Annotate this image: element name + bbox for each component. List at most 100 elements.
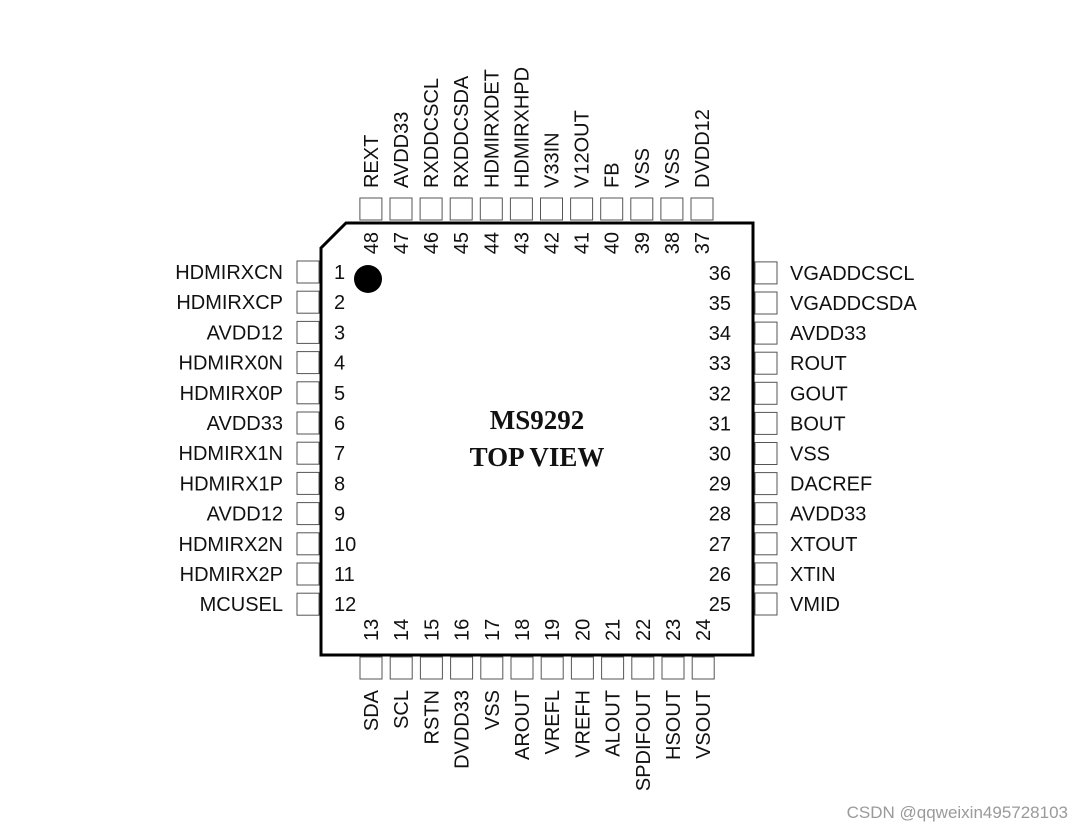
pin-pad-38 [660, 197, 684, 221]
pin-number-24: 24 [693, 619, 715, 641]
pin-pad-8 [296, 471, 320, 495]
pin-label-27: XTOUT [790, 534, 857, 556]
pin-pad-14 [389, 656, 413, 680]
pin-label-14: SCL [391, 690, 413, 729]
pin-number-16: 16 [452, 619, 474, 641]
pin-label-29: DACREF [790, 474, 872, 496]
pin-label-7: HDMIRX1N [179, 443, 283, 465]
pin-pad-39 [630, 197, 654, 221]
pin-label-31: BOUT [790, 413, 846, 435]
pin-pad-23 [661, 656, 685, 680]
pin-label-39: VSS [632, 148, 654, 188]
pin-pad-33 [754, 351, 778, 375]
pin-label-11: HDMIRX2P [180, 564, 283, 586]
pin-label-15: RSTN [421, 690, 443, 744]
pin-number-11: 11 [334, 564, 355, 586]
pin-label-24: VSOUT [693, 690, 715, 759]
pin-number-9: 9 [334, 504, 345, 526]
pin-number-12: 12 [334, 594, 356, 616]
pin-number-46: 46 [421, 232, 443, 254]
pin-label-23: HSOUT [663, 690, 685, 760]
pin-number-40: 40 [602, 232, 624, 254]
pin-number-15: 15 [421, 619, 443, 641]
pin-pad-44 [479, 197, 503, 221]
pin-label-28: AVDD33 [790, 504, 866, 526]
pin-label-12: MCUSEL [200, 594, 283, 616]
pin-pad-1 [296, 260, 320, 284]
pin-pad-40 [600, 197, 624, 221]
pin-number-29: 29 [709, 474, 731, 496]
pin-pad-10 [296, 532, 320, 556]
pin-pad-9 [296, 502, 320, 526]
pin-label-18: AROUT [512, 690, 534, 760]
pin-pad-34 [754, 321, 778, 345]
pin-number-44: 44 [481, 232, 503, 254]
pin-pad-46 [419, 197, 443, 221]
pin-label-36: VGADDCSCL [790, 263, 914, 285]
pin-pad-41 [570, 197, 594, 221]
pin-number-36: 36 [709, 263, 731, 285]
pin-pad-42 [540, 197, 563, 221]
pin-number-47: 47 [391, 232, 413, 254]
pin-label-2: HDMIRXCP [176, 292, 283, 314]
pin-pad-47 [389, 197, 413, 221]
pin-number-34: 34 [709, 323, 731, 345]
pin-label-16: DVDD33 [452, 690, 474, 769]
pin-number-30: 30 [709, 444, 731, 466]
pin-pad-35 [754, 291, 778, 315]
pin-number-2: 2 [334, 292, 345, 314]
pin-label-41: V12OUT [572, 110, 594, 188]
pin-number-8: 8 [334, 473, 345, 495]
chip-name: MS9292 [490, 405, 585, 435]
pin-label-25: VMID [790, 594, 840, 616]
pin-pad-4 [296, 351, 320, 375]
pin-number-39: 39 [632, 232, 654, 254]
chip-body [319, 221, 755, 657]
pin-label-47: AVDD33 [391, 112, 413, 188]
pin-label-30: VSS [790, 444, 830, 466]
pin-pad-7 [296, 441, 320, 465]
pin-label-38: VSS [662, 148, 684, 188]
pin-pad-31 [754, 411, 778, 435]
pin-label-8: HDMIRX1P [180, 473, 283, 495]
pin-pad-43 [509, 197, 533, 221]
pin-number-41: 41 [572, 232, 594, 254]
pin-label-37: DVDD12 [692, 109, 714, 188]
pin-number-19: 19 [542, 619, 564, 641]
pin-pad-2 [296, 290, 320, 314]
pin-pad-36 [754, 261, 778, 285]
pin-number-45: 45 [451, 232, 473, 254]
pin-pad-32 [754, 381, 778, 405]
pin-pad-3 [296, 320, 320, 344]
pin-number-13: 13 [361, 619, 383, 641]
pin-label-40: FB [602, 162, 624, 188]
pin-number-18: 18 [512, 619, 534, 641]
pin-label-45: RXDDCSDA [451, 75, 473, 188]
pin-label-35: VGADDCSDA [790, 293, 917, 315]
pin-pad-18 [510, 656, 534, 680]
pin-number-23: 23 [663, 619, 685, 641]
pin-number-1: 1 [334, 262, 345, 284]
pin-label-1: HDMIRXCN [175, 262, 283, 284]
pin-pad-11 [296, 562, 320, 586]
pin-number-25: 25 [709, 594, 731, 616]
pin-pad-24 [691, 656, 715, 680]
pin-label-44: HDMIRXDET [481, 69, 503, 188]
pin-pad-30 [754, 442, 778, 465]
pin-label-3: AVDD12 [207, 322, 283, 344]
pin-label-10: HDMIRX2N [179, 534, 283, 556]
pin-label-6: AVDD33 [207, 413, 283, 435]
pin-number-38: 38 [662, 232, 684, 254]
pin-label-4: HDMIRX0N [179, 353, 283, 375]
pin-number-17: 17 [482, 619, 504, 641]
pin-number-42: 42 [542, 232, 564, 254]
pin-pad-17 [480, 656, 504, 680]
pin-pad-19 [540, 656, 564, 680]
pin-label-13: SDA [361, 689, 383, 731]
pin-pad-21 [601, 656, 625, 680]
pin-number-37: 37 [692, 232, 714, 254]
pin-number-48: 48 [361, 232, 383, 254]
pin-label-46: RXDDCSCL [421, 78, 443, 188]
